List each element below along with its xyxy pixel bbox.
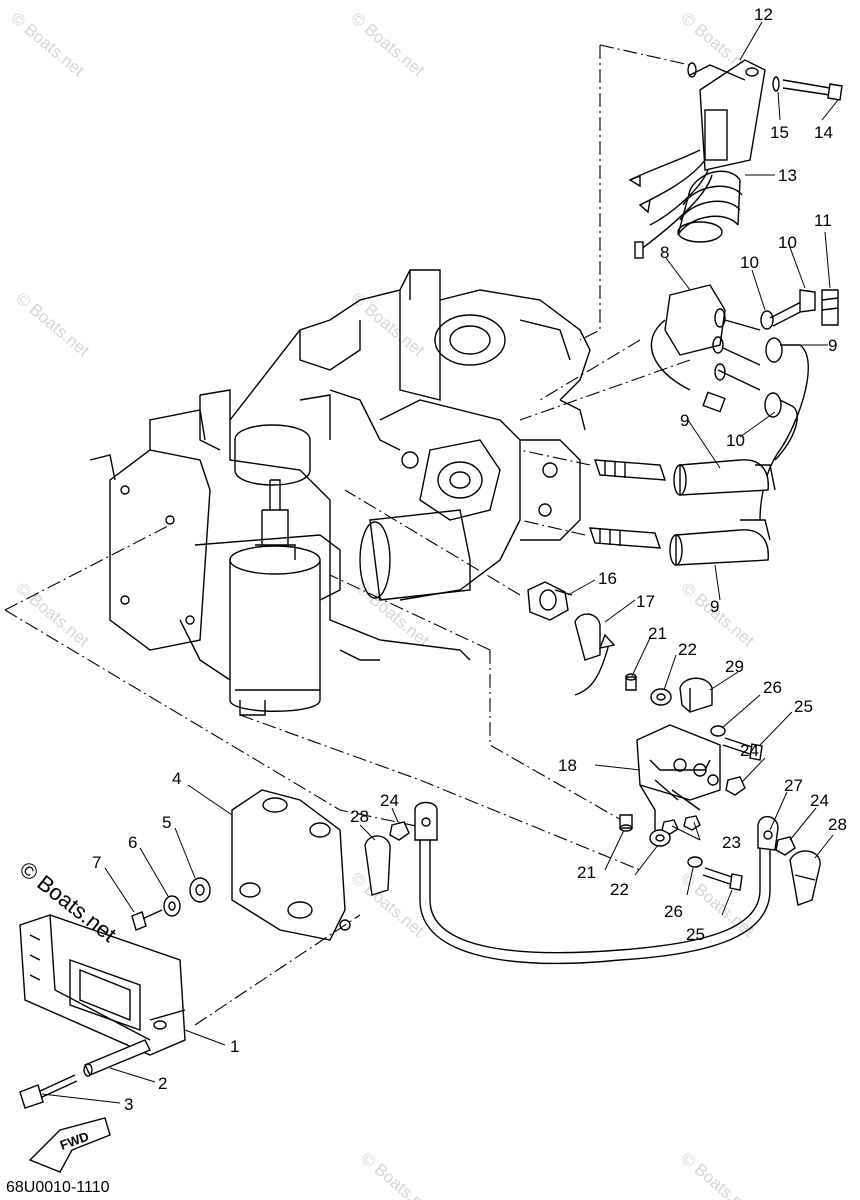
- callout-8: 8: [660, 243, 669, 262]
- callout-15: 13: [778, 166, 797, 185]
- engine-block: [89, 269, 591, 716]
- callout-20: 18: [558, 756, 577, 775]
- callout-22-lower: 22: [610, 880, 629, 899]
- callout-29: 29: [725, 657, 744, 676]
- dash-lines: [4, 44, 691, 1026]
- callout-7: 7: [92, 853, 101, 872]
- callout-28-left: 28: [350, 807, 369, 826]
- callout-28-right: 28: [828, 815, 847, 834]
- callout-10-upper: 9: [828, 336, 837, 355]
- ignition-unit: [628, 59, 843, 259]
- washer-6: [163, 895, 181, 917]
- callout-16: 14: [814, 123, 833, 142]
- watermark: © Boats.net: [12, 579, 93, 651]
- watermark: © Boats.net: [7, 9, 88, 81]
- callout-27: 27: [784, 776, 803, 795]
- callout-26-upper: 26: [763, 678, 782, 697]
- rectifier-unit: [19, 914, 186, 1056]
- diagram-code: 68U0010-1110: [6, 1179, 110, 1196]
- gasket-4: [231, 789, 351, 941]
- callout-17: 15: [770, 123, 789, 142]
- callout-4: 4: [172, 769, 181, 788]
- screw-7: [131, 909, 163, 931]
- leader-lines: [41, 21, 839, 1104]
- collar-2: [83, 1039, 151, 1077]
- callout-14: 12: [754, 5, 773, 24]
- callout-19: 17: [636, 592, 655, 611]
- watermark: © Boats.net: [347, 9, 428, 81]
- plug-leads: [650, 319, 809, 566]
- callout-3: 3: [124, 1095, 133, 1114]
- callout-9-lower: 9: [710, 597, 719, 616]
- cap-19: [574, 613, 616, 696]
- callout-23: 23: [722, 833, 741, 852]
- callout-10-lower: 10: [726, 431, 745, 450]
- callout-24-right: 24: [740, 741, 759, 760]
- callout-9-upper: 9: [680, 411, 689, 430]
- callout-18: 16: [598, 569, 617, 588]
- callout-12: 10: [740, 253, 759, 272]
- callout-5: 5: [162, 813, 171, 832]
- callout-22-upper: 22: [678, 640, 697, 659]
- watermark: © Boats.net: [677, 1149, 758, 1200]
- callout-6: 6: [128, 833, 137, 852]
- spark-plugs: [589, 459, 666, 549]
- watermark: © Boats.net: [352, 579, 433, 651]
- bolt-3: [19, 1074, 78, 1109]
- callouts: 12 13 15 14 8 10 10 11 9 10 9 9 16 17 21…: [92, 5, 847, 1114]
- callout-24-mid: 24: [380, 791, 399, 810]
- grommet-5: [189, 877, 211, 903]
- battery-cable: [364, 801, 821, 965]
- relay-assembly: [389, 673, 796, 891]
- sensor-18: [527, 581, 573, 621]
- callout-2: 2: [158, 1074, 167, 1093]
- callout-21-upper: 21: [648, 624, 667, 643]
- callout-1: 1: [230, 1037, 239, 1056]
- callout-11: 10: [778, 233, 797, 252]
- fwd-arrow-icon: FWD: [28, 1117, 111, 1173]
- harness-boot: [677, 170, 743, 243]
- callout-21-lower: 21: [577, 863, 596, 882]
- callout-25-upper: 25: [794, 697, 813, 716]
- watermark: © Boats.net: [12, 289, 93, 361]
- callout-26-lower: 26: [664, 902, 683, 921]
- callout-13: 11: [814, 211, 832, 230]
- watermark: © Boats.net: [357, 1149, 438, 1200]
- callout-24-far: 24: [810, 791, 829, 810]
- ignition-coil: [664, 284, 839, 413]
- callout-25-lower: 25: [686, 925, 705, 944]
